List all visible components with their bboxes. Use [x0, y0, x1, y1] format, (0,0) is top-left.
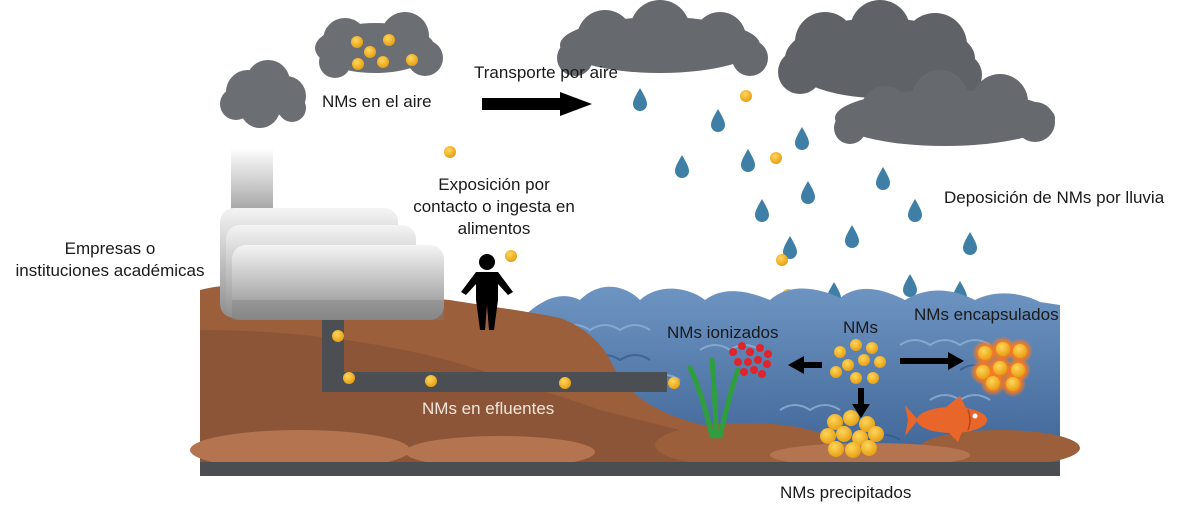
exposure-label-line1: Exposición por — [438, 175, 550, 194]
arrow-icon — [852, 388, 870, 418]
precipitated-nms-cluster — [820, 410, 884, 458]
ionized-nms-cluster — [729, 342, 772, 378]
rain-deposition-label: Deposición de NMs por lluvia — [944, 188, 1165, 207]
cloud-icon — [834, 70, 1055, 146]
falling-nms-particles — [444, 90, 794, 301]
cloud-icon — [557, 0, 768, 76]
arrow-icon — [482, 92, 592, 116]
exposure-label-line3: alimentos — [457, 219, 531, 238]
nms-effluents-label: NMs en efluentes — [422, 399, 555, 418]
fish-icon — [905, 396, 987, 442]
exposure-label-line2: contacto o ingesta en — [413, 197, 575, 216]
nms-ionized-label: NMs ionizados — [667, 323, 779, 342]
factory-icon — [220, 148, 444, 320]
cloud-icon — [315, 12, 443, 78]
central-nms-cluster — [830, 339, 886, 384]
transport-air-label: Transporte por aire — [474, 63, 618, 82]
nms-air-label: NMs en el aire — [322, 92, 432, 111]
cloud-icon — [220, 60, 306, 128]
nms-air-particles — [351, 34, 418, 70]
arrow-icon — [900, 352, 964, 370]
nms-encapsulated-label: NMs encapsulados — [914, 305, 1059, 324]
arrow-icon — [788, 356, 822, 374]
effluent-particles — [332, 330, 680, 389]
companies-label-line2: instituciones académicas — [15, 261, 205, 280]
companies-label-line1: Empresas o — [64, 239, 156, 258]
seaweed-icon — [687, 357, 741, 439]
companies-label: Empresas o instituciones académicas — [6, 238, 214, 282]
encapsulated-nms-cluster — [970, 336, 1033, 397]
person-icon — [461, 254, 513, 330]
exposure-label: Exposición por contacto o ingesta en ali… — [408, 174, 580, 240]
nms-label: NMs — [843, 318, 878, 337]
nms-precipitated-label: NMs precipitados — [780, 483, 912, 502]
cloud-icon — [778, 0, 982, 98]
